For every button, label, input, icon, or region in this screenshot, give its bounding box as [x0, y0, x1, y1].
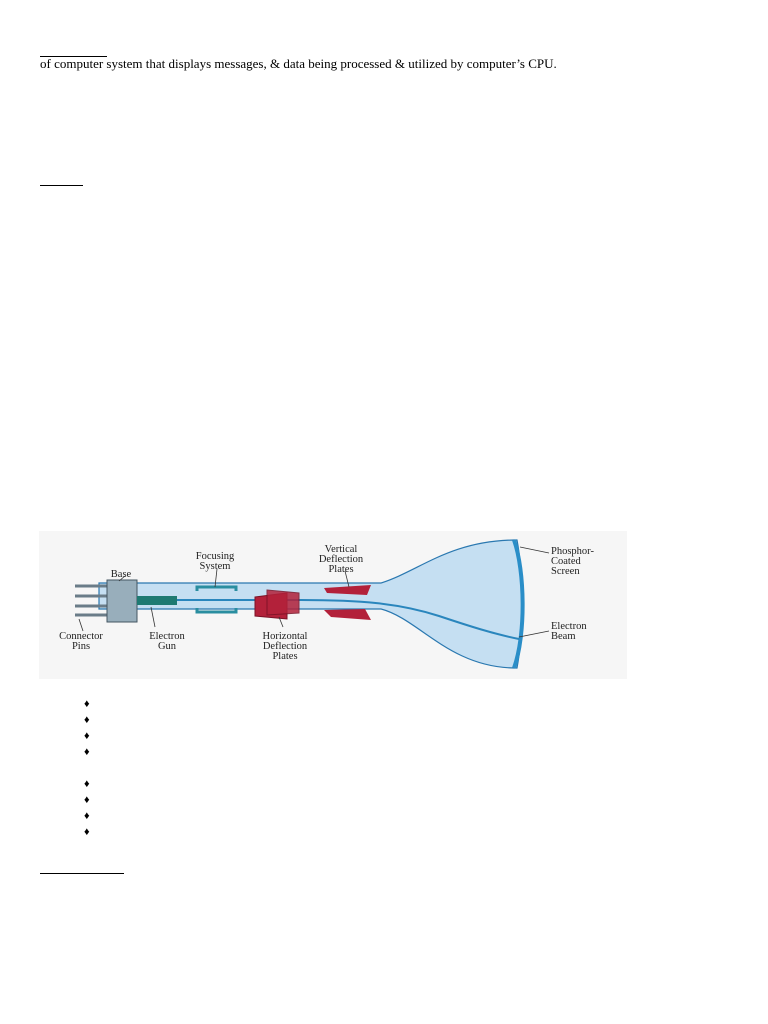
list-item: ♦ — [84, 712, 90, 728]
list-item: ♦ — [84, 776, 90, 792]
horizontal-deflection-plates — [254, 589, 300, 620]
label-phosphor-1: Phosphor- — [551, 546, 594, 557]
label-pointers — [78, 546, 550, 638]
label-gun-2: Gun — [158, 641, 177, 652]
list-item: ♦ — [84, 728, 90, 744]
label-vertical-2: Deflection — [319, 554, 364, 565]
connector-pins — [75, 584, 109, 617]
label-vertical-1: Vertical — [325, 544, 358, 555]
label-phosphor-3: Screen — [551, 566, 580, 577]
phosphor-screen — [512, 539, 525, 669]
list-item: ♦ — [84, 792, 90, 808]
focusing-system — [195, 585, 238, 614]
section-heading-underline-2 — [40, 873, 124, 874]
crt-diagram-svg: Base Focusing System Vertical Deflection… — [59, 539, 594, 669]
tube-base — [106, 579, 138, 623]
label-beam-2: Beam — [551, 631, 576, 642]
bullet-list-1: ♦ ♦ ♦ ♦ — [84, 696, 90, 760]
label-horizontal-3: Plates — [272, 651, 297, 662]
label-phosphor-2: Coated — [551, 556, 581, 567]
label-gun-1: Electron — [149, 631, 185, 642]
diamond-bullet-icon: ♦ — [84, 794, 90, 806]
bullet-list-2: ♦ ♦ ♦ ♦ — [84, 776, 90, 840]
diamond-bullet-icon: ♦ — [84, 746, 90, 758]
crt-diagram: Base Focusing System Vertical Deflection… — [39, 531, 627, 679]
electron-gun — [137, 596, 177, 605]
list-item: ♦ — [84, 696, 90, 712]
list-item: ♦ — [84, 824, 90, 840]
diamond-bullet-icon: ♦ — [84, 714, 90, 726]
diamond-bullet-icon: ♦ — [84, 826, 90, 838]
label-vertical-3: Plates — [328, 564, 353, 575]
diamond-bullet-icon: ♦ — [84, 810, 90, 822]
diamond-bullet-icon: ♦ — [84, 730, 90, 742]
heading-underline — [40, 56, 107, 57]
label-horizontal-1: Horizontal — [263, 631, 308, 642]
list-item: ♦ — [84, 808, 90, 824]
diamond-bullet-icon: ♦ — [84, 778, 90, 790]
label-focusing-1: Focusing — [196, 551, 235, 562]
diamond-bullet-icon: ♦ — [84, 698, 90, 710]
label-connector-1: Connector — [59, 631, 103, 642]
intro-text: of computer system that displays message… — [40, 56, 557, 71]
electron-beam — [177, 599, 520, 640]
list-item: ♦ — [84, 744, 90, 760]
label-base: Base — [111, 569, 132, 580]
label-beam-1: Electron — [551, 621, 587, 632]
section-heading-underline — [40, 185, 83, 186]
label-horizontal-2: Deflection — [263, 641, 308, 652]
vertical-deflection-plates — [324, 585, 371, 620]
label-connector-2: Pins — [72, 641, 90, 652]
label-focusing-2: System — [200, 561, 231, 572]
